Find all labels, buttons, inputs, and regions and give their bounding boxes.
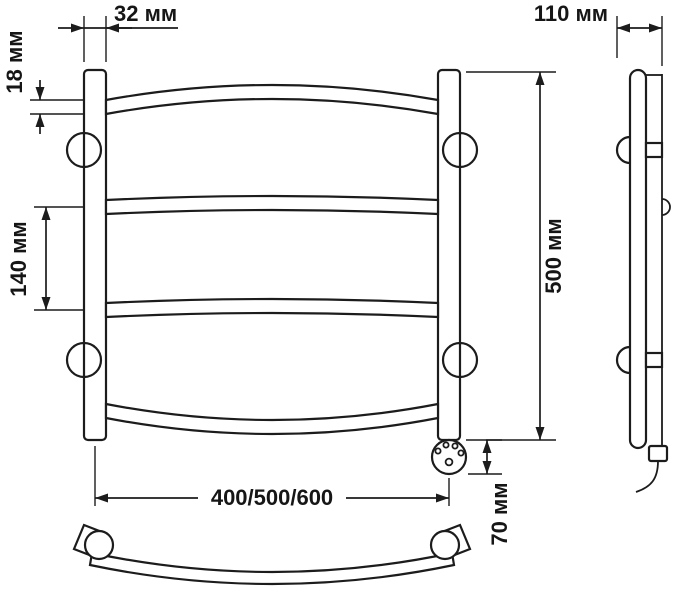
bottom-plan-view: [72, 523, 472, 586]
dim-label-500: 500 мм: [541, 218, 566, 293]
side-post: [628, 68, 648, 450]
cable-wire: [635, 460, 659, 493]
dim-heater-offset: 70 мм: [466, 439, 512, 546]
front-view: [65, 68, 479, 476]
dim-depth: 110 мм: [534, 1, 663, 66]
dim-tube-diameter: 18 мм: [2, 30, 84, 134]
dim-height: 500 мм: [466, 71, 566, 441]
middle-bar-2: [104, 297, 440, 319]
dim-post-width: 32 мм: [58, 1, 178, 62]
wall-bracket-bottom-right-icon: [441, 341, 479, 379]
flange-bolt: [434, 447, 442, 455]
dim-label-70: 70 мм: [487, 482, 512, 545]
plan-curved-bar: [88, 551, 456, 586]
side-bracket-stem-top: [644, 141, 664, 159]
left-post: [82, 68, 108, 442]
power-cable: [635, 444, 669, 493]
plan-bracket-right-icon: [429, 529, 461, 561]
flange-bolt: [442, 441, 450, 449]
dim-bar-spacing: 140 мм: [6, 206, 84, 311]
bottom-bar: [104, 402, 440, 436]
cable-gland: [647, 444, 669, 463]
flange-bolt: [457, 449, 465, 457]
top-bar: [104, 83, 440, 116]
middle-bar-1: [104, 194, 440, 216]
side-bracket-stem-bottom: [644, 351, 664, 369]
dim-label-18: 18 мм: [2, 30, 27, 93]
right-post: [436, 68, 462, 442]
wall-bracket-top-left-icon: [65, 131, 103, 169]
wall-bracket-bottom-left-icon: [65, 341, 103, 379]
dim-label-width: 400/500/600: [211, 485, 333, 510]
dim-label-32: 32 мм: [114, 1, 177, 26]
plan-bracket-left-icon: [83, 529, 115, 561]
flange-bolt: [451, 442, 459, 450]
flange-center: [444, 457, 454, 467]
wall-bracket-top-right-icon: [441, 131, 479, 169]
dim-label-110: 110 мм: [534, 1, 608, 26]
side-hook: [661, 198, 671, 216]
dim-label-140: 140 мм: [6, 221, 31, 296]
heating-element-flange: [430, 438, 468, 476]
dim-width-variants: 400/500/600: [94, 446, 450, 510]
side-view: [615, 68, 671, 493]
heating-element: [430, 438, 468, 476]
